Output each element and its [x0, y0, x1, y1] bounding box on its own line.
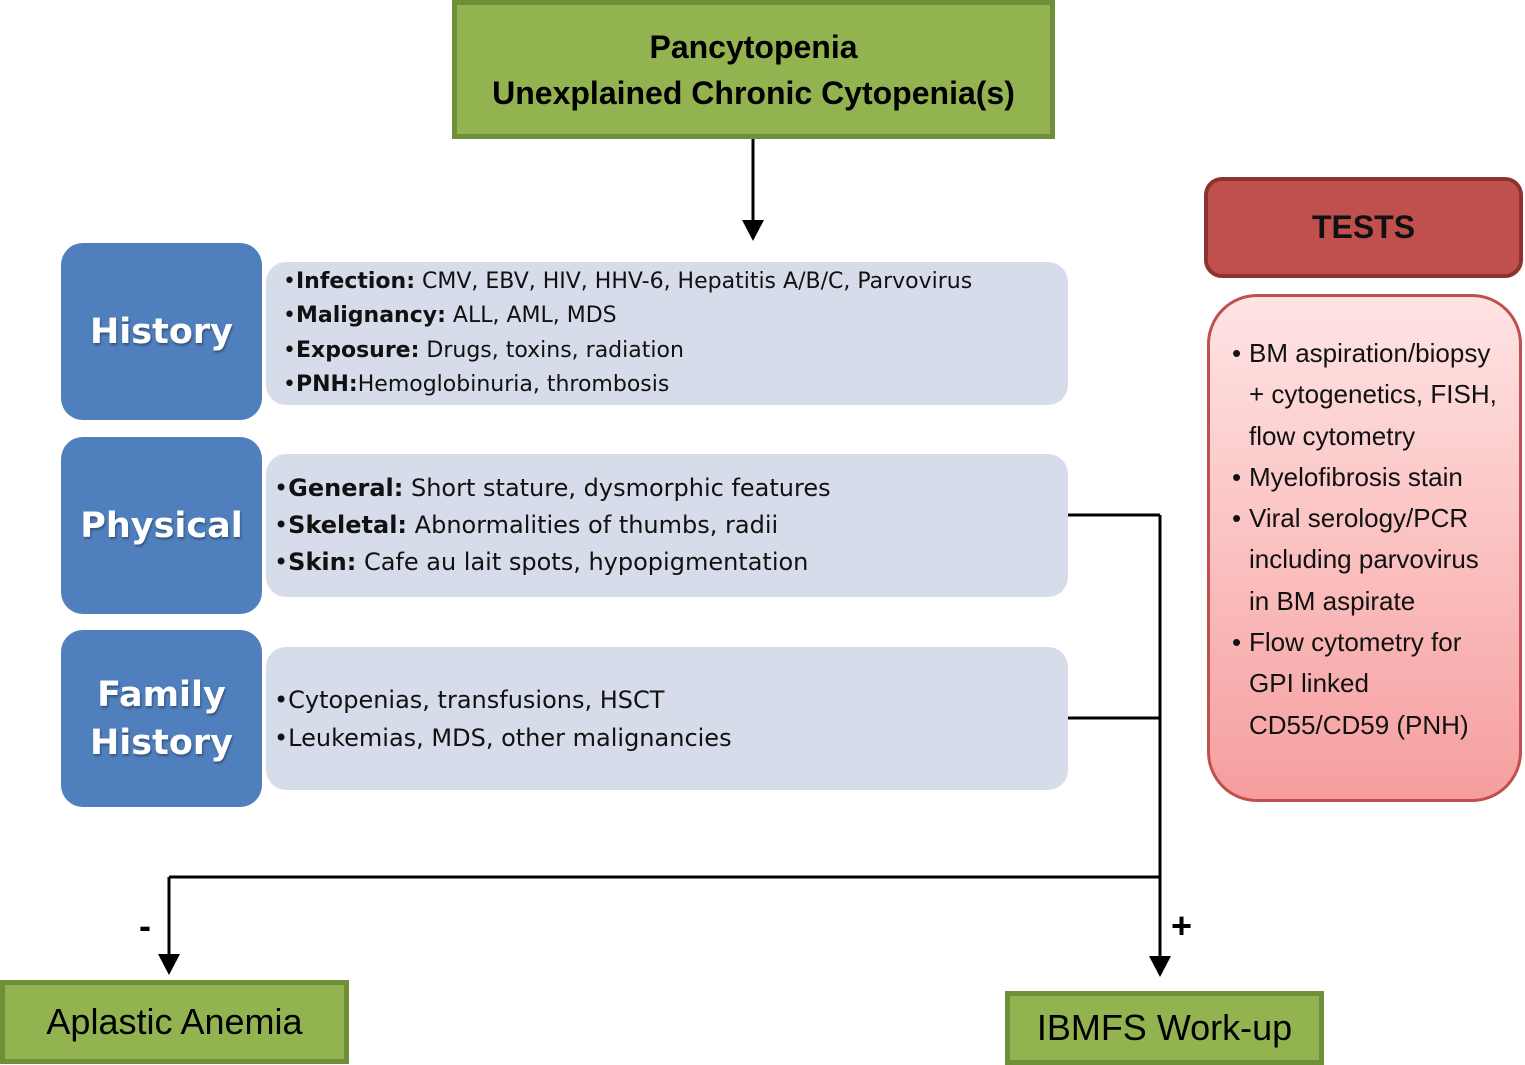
physical-item: •General: Short stature, dysmorphic feat…	[274, 474, 831, 502]
test-line: Viral serology/PCR	[1232, 498, 1519, 540]
test-line: + cytogenetics, FISH,	[1249, 379, 1497, 410]
left-arrowhead	[158, 954, 180, 975]
physical-label: Physical	[80, 505, 243, 546]
test-line: Myelofibrosis stain	[1232, 457, 1519, 499]
physical-item: •Skeletal: Abnormalities of thumbs, radi…	[274, 511, 779, 539]
history-item: •Infection: CMV, EBV, HIV, HHV-6, Hepati…	[283, 268, 973, 294]
test-line: Flow cytometry for	[1232, 622, 1519, 664]
test-line: in BM aspirate	[1249, 585, 1416, 616]
history-panel: •Infection: CMV, EBV, HIV, HHV-6, Hepati…	[266, 262, 1068, 405]
tests-header: TESTS	[1204, 177, 1523, 278]
aplastic-anemia-label: Aplastic Anemia	[46, 1001, 303, 1042]
top-box-line1: Pancytopenia	[649, 28, 858, 65]
test-line: flow cytometry	[1249, 420, 1416, 451]
test-line: BM aspiration/biopsy	[1232, 333, 1519, 375]
family-history-category: Family History	[61, 630, 262, 807]
family-label-line2: History	[90, 722, 233, 763]
physical-item: •Skin: Cafe au lait spots, hypopigmentat…	[274, 548, 809, 576]
test-line: GPI linked	[1249, 668, 1369, 699]
family-history-panel: •Cytopenias, transfusions, HSCT •Leukemi…	[266, 647, 1068, 790]
family-label-line1: Family	[97, 674, 226, 715]
right-arrowhead	[1149, 956, 1171, 977]
pancytopenia-box: Pancytopenia Unexplained Chronic Cytopen…	[452, 0, 1055, 139]
family-item: •Cytopenias, transfusions, HSCT	[274, 685, 665, 714]
physical-category: Physical	[61, 437, 262, 614]
history-category: History	[61, 243, 262, 420]
history-item: •Exposure: Drugs, toxins, radiation	[283, 337, 684, 363]
top-box-line2: Unexplained Chronic Cytopenia(s)	[492, 74, 1015, 111]
test-line: including parvovirus	[1249, 544, 1479, 575]
ibmfs-workup-box: IBMFS Work-up	[1005, 991, 1324, 1065]
negative-sign: -	[139, 905, 151, 946]
history-item: •Malignancy: ALL, AML, MDS	[283, 303, 617, 328]
history-item: •PNH:Hemoglobinuria, thrombosis	[283, 372, 670, 397]
top-arrowhead	[742, 220, 764, 241]
history-label: History	[90, 311, 233, 352]
family-item: •Leukemias, MDS, other malignancies	[274, 723, 732, 752]
positive-sign: +	[1171, 905, 1193, 946]
aplastic-anemia-box: Aplastic Anemia	[0, 980, 349, 1064]
tests-title: TESTS	[1311, 209, 1416, 245]
tests-panel: BM aspiration/biopsy + cytogenetics, FIS…	[1207, 294, 1522, 802]
ibmfs-workup-label: IBMFS Work-up	[1036, 1007, 1293, 1048]
physical-panel: •General: Short stature, dysmorphic feat…	[266, 454, 1068, 597]
test-line: CD55/CD59 (PNH)	[1249, 709, 1469, 740]
